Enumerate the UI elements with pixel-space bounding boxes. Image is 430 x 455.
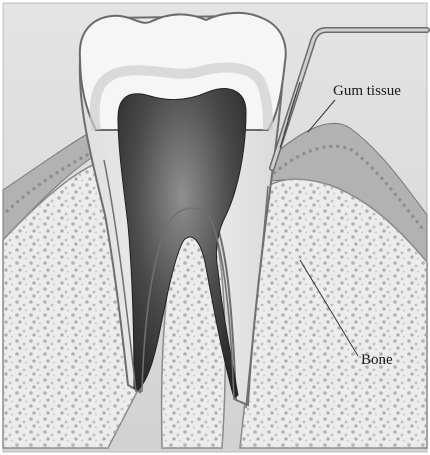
gum-tissue-label: Gum tissue [333,84,401,99]
bone-label: Bone [361,353,393,368]
